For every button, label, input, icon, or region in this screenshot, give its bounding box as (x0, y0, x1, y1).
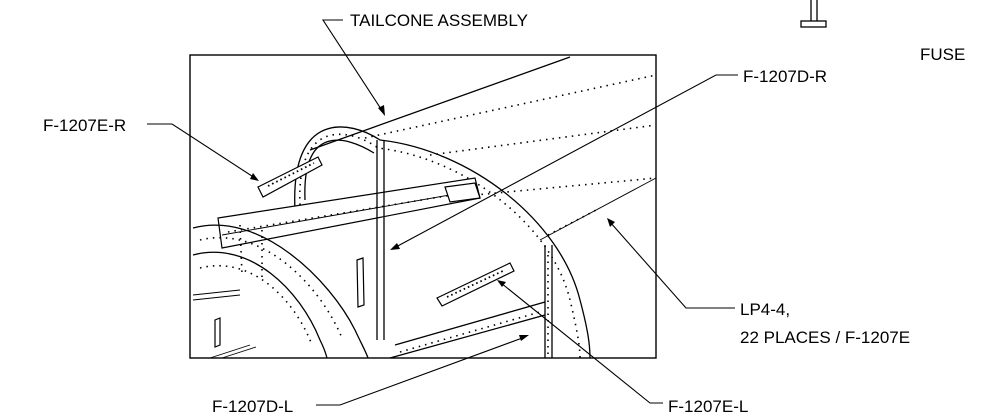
arrowhead-f1207e-l (497, 280, 506, 287)
label-f1207d-r: F-1207D-R (743, 67, 827, 86)
arrowhead-tailcone (378, 105, 385, 116)
arrowhead-f1207e-r (250, 173, 259, 181)
leader-f1207e-l (500, 282, 663, 404)
label-f1207e-r: F-1207E-R (43, 116, 126, 135)
arrowhead-f1207d-r (390, 243, 400, 250)
leader-f1207d-l (316, 336, 526, 406)
label-f1207d-l: F-1207D-L (212, 397, 293, 416)
label-f1207e-l: F-1207E-L (668, 397, 748, 416)
fuse-reference-symbol (800, 0, 827, 28)
leader-f1207d-r (393, 74, 738, 249)
leader-lp4-4 (609, 221, 735, 309)
arrowhead-f1207d-l (519, 335, 529, 341)
leader-lines (147, 19, 738, 406)
arrowhead-lp4-4 (607, 218, 615, 227)
label-fuse: FUSE (920, 45, 965, 64)
leader-f1207e-r (147, 123, 256, 179)
label-tailcone-assembly: TAILCONE ASSEMBLY (350, 11, 528, 30)
label-lp4-line2: 22 PLACES / F-1207E (740, 328, 910, 347)
leader-tailcone-assembly (321, 19, 384, 113)
assembly-illustration (192, 56, 657, 359)
label-lp4-line1: LP4-4, (740, 300, 790, 319)
